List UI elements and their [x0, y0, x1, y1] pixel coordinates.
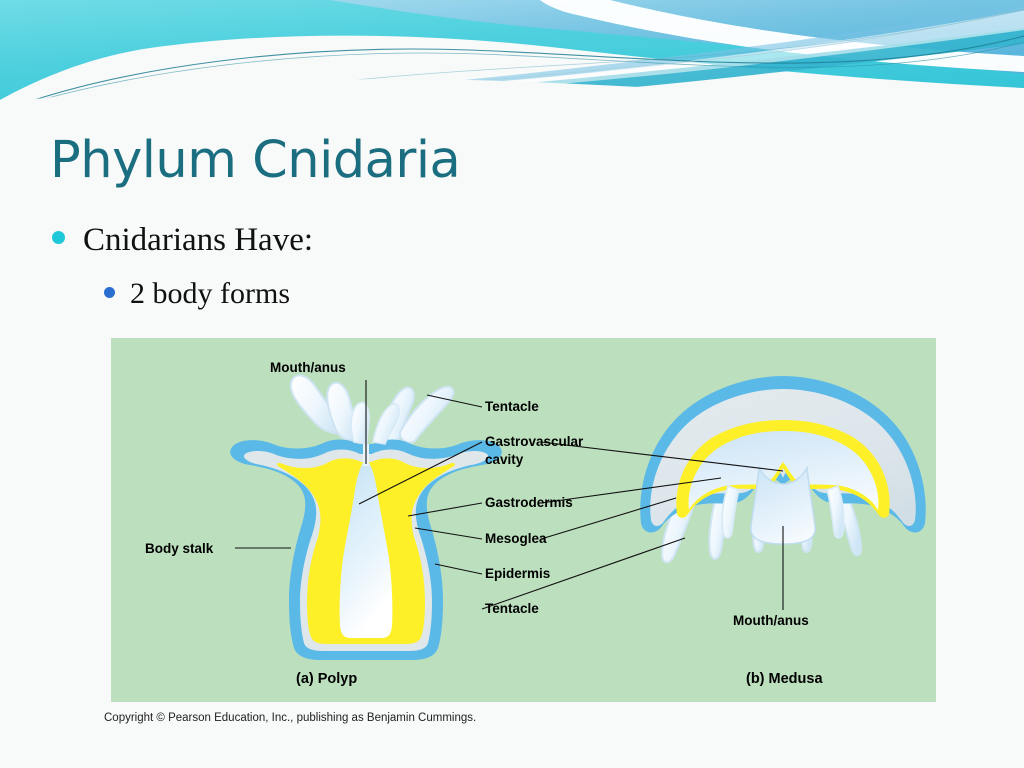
polyp-front-tentacle-left [350, 401, 370, 445]
label-body-stalk: Body stalk [145, 541, 214, 556]
medusa-manubrium [750, 465, 816, 545]
copyright-notice: Copyright © Pearson Education, Inc., pub… [104, 712, 477, 724]
header-wave-decoration [0, 0, 1024, 112]
label-mouth-anus-medusa: Mouth/anus [733, 613, 809, 628]
polyp-upper-tentacles [289, 374, 455, 445]
label-mesoglea: Mesoglea [485, 531, 547, 546]
caption-medusa: (b) Medusa [746, 671, 823, 687]
label-tentacle-bottom: Tentacle [485, 601, 539, 616]
page-title: Phylum Cnidaria [50, 131, 461, 190]
label-gastrovascular-cavity-line2: cavity [485, 452, 524, 467]
label-gastrodermis: Gastrodermis [485, 495, 573, 510]
figure-panel: (a) Polyp [111, 338, 936, 702]
bullet-level1: Cnidarians Have: [52, 222, 313, 259]
polyp-figure: (a) Polyp [230, 374, 502, 687]
medusa-gastrovascular-cavity [688, 431, 879, 510]
leader-lines [235, 380, 784, 610]
caption-polyp: (a) Polyp [296, 671, 357, 687]
cnidaria-body-forms-diagram: (a) Polyp [145, 360, 926, 687]
bullet-level2-text: 2 body forms [130, 277, 290, 310]
polyp-gastrovascular-cavity [339, 458, 393, 638]
medusa-figure: (b) Medusa [640, 376, 926, 687]
polyp-front-tentacle-right [372, 402, 400, 445]
label-tentacle-top: Tentacle [485, 399, 539, 414]
label-gastrovascular-cavity-line1: Gastrovascular [485, 434, 584, 449]
label-epidermis: Epidermis [485, 566, 550, 581]
bullet-dot-icon [104, 287, 115, 298]
label-mouth-anus-polyp: Mouth/anus [270, 360, 346, 375]
bullet-level1-text: Cnidarians Have: [83, 222, 314, 258]
bullet-dot-icon [52, 231, 65, 244]
bullet-level2: 2 body forms [104, 277, 290, 311]
